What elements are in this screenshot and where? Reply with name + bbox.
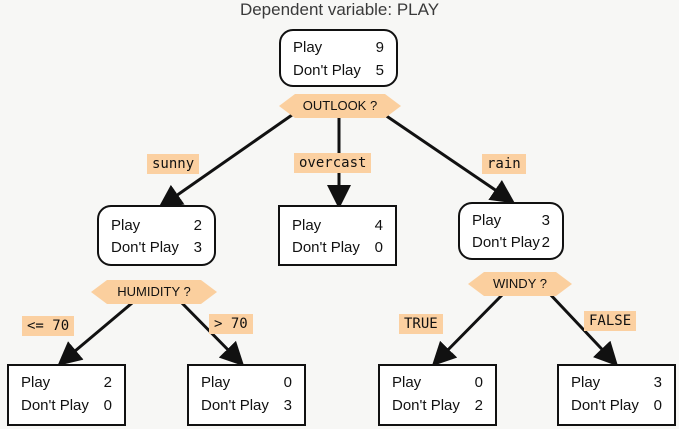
- chart-title: Dependent variable: PLAY: [239, 0, 440, 19]
- leaf-windy-false: Play 3 Don't Play 0: [557, 364, 676, 426]
- dont-play-label: Don't Play: [201, 397, 269, 414]
- play-count: 0: [283, 374, 292, 391]
- play-count: 9: [375, 39, 384, 56]
- branch-label-false: FALSE: [584, 311, 637, 331]
- dont-play-label: Don't Play: [292, 239, 360, 256]
- sunny-node: Play 2 Don't Play 3: [97, 205, 216, 266]
- dont-play-count: 3: [283, 397, 292, 414]
- humidity-split: HUMIDITY ?: [91, 280, 217, 304]
- play-count: 0: [474, 374, 483, 391]
- dont-play-label: Don't Play: [392, 397, 460, 414]
- play-label: Play: [201, 374, 231, 391]
- play-label: Play: [472, 212, 502, 229]
- dont-play-count: 2: [541, 234, 550, 251]
- branch-label-gt70: > 70: [209, 314, 253, 334]
- edge-rain-true: [431, 290, 507, 367]
- play-label: Play: [111, 217, 141, 234]
- play-label: Play: [571, 374, 601, 391]
- dont-play-count: 2: [474, 397, 483, 414]
- play-label: Play: [21, 374, 51, 391]
- play-count: 2: [103, 374, 112, 391]
- dont-play-label: Don't Play: [571, 397, 639, 414]
- play-label: Play: [292, 217, 322, 234]
- edge-sunny-gt70: [175, 296, 245, 367]
- edge-rain-false: [546, 290, 619, 367]
- windy-split: WINDY ?: [468, 272, 572, 296]
- branch-label-le70: <= 70: [22, 316, 75, 336]
- outlook-split: OUTLOOK ?: [279, 94, 401, 118]
- branch-label-sunny: sunny: [147, 154, 200, 174]
- outlook-split-label: OUTLOOK ?: [302, 98, 378, 113]
- leaf-windy-true: Play 0 Don't Play 2: [378, 364, 497, 426]
- edge-root-rain: [384, 113, 515, 204]
- dont-play-label: Don't Play: [111, 239, 179, 256]
- edge-sunny-le70: [57, 296, 139, 366]
- play-label: Play: [392, 374, 422, 391]
- humidity-split-label: HUMIDITY ?: [117, 284, 191, 299]
- dont-play-count: 3: [193, 239, 202, 256]
- branch-label-true: TRUE: [399, 314, 443, 334]
- play-count: 3: [541, 212, 550, 229]
- dont-play-count: 5: [375, 62, 384, 79]
- play-count: 2: [193, 217, 202, 234]
- dont-play-label: Don't Play: [472, 234, 540, 251]
- branch-label-rain: rain: [482, 154, 526, 174]
- edge-root-sunny: [158, 113, 293, 209]
- leaf-humidity-le70: Play 2 Don't Play 0: [7, 364, 126, 426]
- dont-play-label: Don't Play: [293, 62, 361, 79]
- play-count: 3: [653, 374, 662, 391]
- windy-split-label: WINDY ?: [493, 276, 547, 291]
- play-count: 4: [374, 217, 383, 234]
- dont-play-count: 0: [653, 397, 662, 414]
- dont-play-count: 0: [103, 397, 112, 414]
- leaf-humidity-gt70: Play 0 Don't Play 3: [187, 364, 306, 426]
- overcast-node: Play 4 Don't Play 0: [278, 205, 397, 266]
- root-node: Play 9 Don't Play 5: [279, 29, 398, 87]
- play-label: Play: [293, 39, 323, 56]
- branch-label-overcast: overcast: [294, 153, 372, 173]
- dont-play-count: 0: [374, 239, 383, 256]
- dont-play-label: Don't Play: [21, 397, 89, 414]
